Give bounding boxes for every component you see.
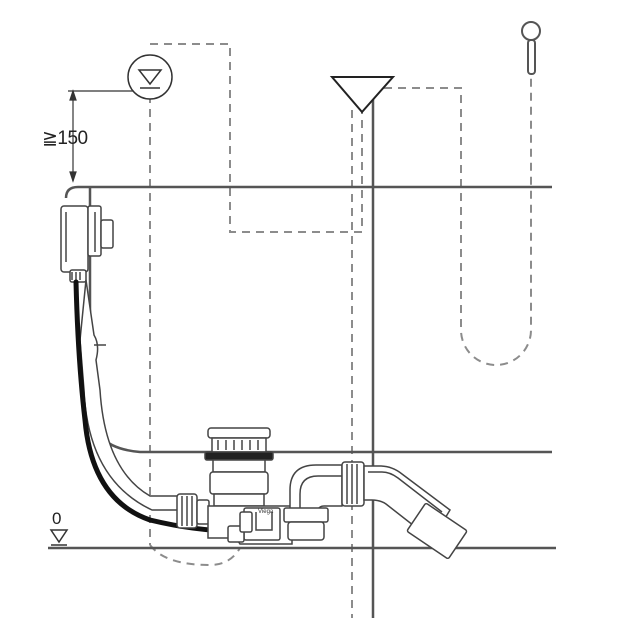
inlet-triangle-icon	[329, 76, 396, 114]
valve-lever	[239, 511, 253, 533]
overflow-assembly	[60, 205, 114, 283]
dashed-pipe-routes	[149, 43, 532, 618]
outlet-pipe	[363, 465, 468, 560]
right-coupling-nut	[341, 461, 365, 507]
floor-level-label: 0	[52, 509, 62, 528]
triangle-down-icon	[127, 54, 173, 100]
tub-rim	[64, 185, 552, 199]
dashed-route-shower	[384, 78, 532, 366]
overflow-body	[60, 205, 89, 273]
min-height-label: ≧150	[42, 128, 88, 149]
overflow-knob	[100, 219, 114, 249]
dashed-route-box	[150, 43, 363, 233]
hand-shower-icon	[521, 21, 541, 75]
drain-plug-top	[207, 427, 271, 439]
left-coupling-nut	[176, 493, 210, 529]
dimension-arrow-down-icon	[69, 171, 77, 183]
dashed-drain-arc	[149, 544, 241, 567]
drain-valve	[204, 427, 274, 507]
trap-elbow	[283, 464, 343, 541]
viega-logo: Viega	[258, 509, 274, 515]
floor-level-triangle-icon	[49, 529, 69, 546]
tub-wall	[88, 187, 552, 454]
drain-trap-body	[207, 505, 301, 545]
drain-seal-ring	[204, 451, 274, 461]
dimension-marker	[68, 89, 150, 183]
overflow-drain-pipe	[79, 279, 184, 511]
dimension-arrow-up-icon	[69, 89, 77, 101]
